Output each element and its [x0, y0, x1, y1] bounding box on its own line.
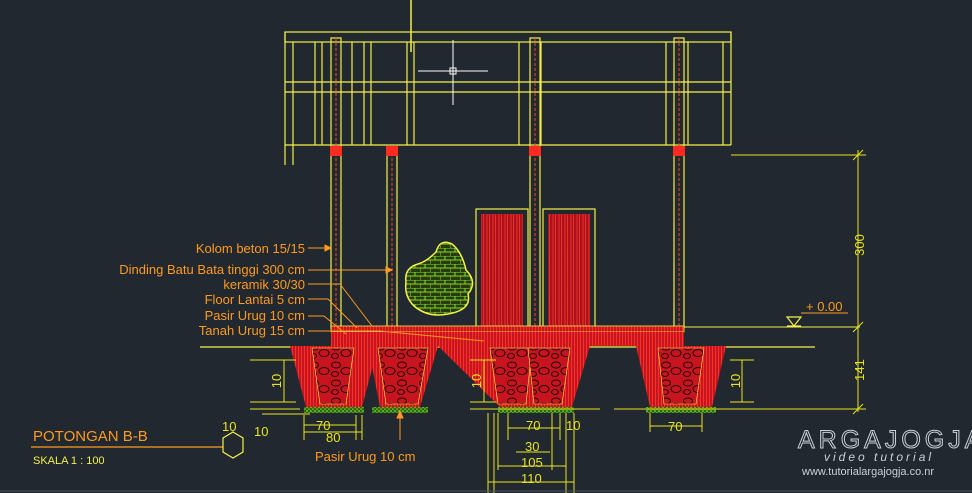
dim-footing-right-height: 10: [728, 374, 743, 388]
watermark-tagline: video tutorial: [824, 450, 934, 464]
drawing-title: POTONGAN B-B: [33, 428, 148, 445]
dim-f3-70: 70: [668, 419, 682, 434]
dim-f2-110: 110: [521, 471, 542, 486]
dim-height-300: 300: [852, 234, 867, 256]
footing-right-stone: [657, 347, 705, 405]
dim-f1-70: 70: [316, 418, 330, 433]
dim-f1-10: 10: [254, 424, 268, 439]
column-mid-right-joint: [529, 146, 541, 156]
watermark-brand: ARGAJOGJA: [798, 426, 972, 454]
dim-f2-30: 30: [525, 439, 539, 454]
door-left-panel: [481, 214, 523, 326]
roof-truss: [284, 31, 732, 165]
label-floor: Floor Lantai 5 cm: [205, 292, 305, 307]
annotation-leaders: [308, 244, 485, 440]
door-right-panel: [548, 214, 590, 326]
crosshair-cursor: [418, 40, 488, 105]
drawing-scale: SKALA 1 : 100: [33, 455, 105, 467]
dim-f2-105: 105: [521, 455, 543, 470]
footing-left-sand: [304, 407, 364, 413]
footing-mid-sand: [498, 407, 574, 413]
dim-height-141: 141: [852, 359, 867, 381]
footing-right-sand: [646, 407, 716, 413]
dim-f1-80: 80: [326, 430, 340, 445]
label-brick-wall: Dinding Batu Bata tinggi 300 cm: [119, 262, 305, 277]
section-bubble-number: 10: [222, 419, 236, 434]
dim-f2-10: 10: [566, 418, 580, 433]
section-bubble: [222, 431, 244, 459]
dim-footing-left-height: 10: [269, 374, 284, 388]
dim-footing-mid-height: 10: [469, 374, 484, 388]
dim-f2-70: 70: [526, 418, 540, 433]
watermark-url: www.tutorialargajogja.co.nr: [801, 466, 934, 478]
dimension-footings: [250, 359, 754, 493]
footing-left-stone: [311, 347, 355, 405]
title-block: POTONGAN B-B SKALA 1 : 100 10: [31, 419, 244, 467]
dimension-right: [726, 149, 866, 415]
watermark: ARGAJOGJA video tutorial www.tutorialarg…: [798, 426, 972, 479]
footing-mid-left-stone: [377, 347, 429, 405]
foundations[interactable]: [290, 346, 726, 413]
door-panels[interactable]: [475, 208, 596, 328]
label-sand: Pasir Urug 10 cm: [205, 308, 305, 323]
footing-mid-stone-a: [489, 347, 533, 405]
label-column: Kolom beton 15/15: [196, 241, 305, 256]
column-right-joint: [673, 146, 685, 156]
brick-wall-detail[interactable]: [404, 241, 474, 316]
column-left-joint: [330, 146, 342, 156]
sand-fill-layer: [331, 332, 684, 346]
label-sand-bottom: Pasir Urug 10 cm: [315, 449, 415, 464]
footing-mid-stone-b: [527, 347, 571, 405]
annotation-labels: Kolom beton 15/15 Dinding Batu Bata ting…: [119, 241, 305, 338]
footing-dimension-labels: 10 10 10 10 70 80 70 10 30 105 110 70: [254, 374, 743, 486]
label-fill-soil: Tanah Urug 15 cm: [199, 323, 305, 338]
column-mid-left-joint: [386, 146, 398, 156]
level-text: + 0.00: [806, 299, 843, 314]
level-marker: + 0.00: [785, 299, 848, 327]
label-ceramic: keramik 30/30: [223, 277, 305, 292]
